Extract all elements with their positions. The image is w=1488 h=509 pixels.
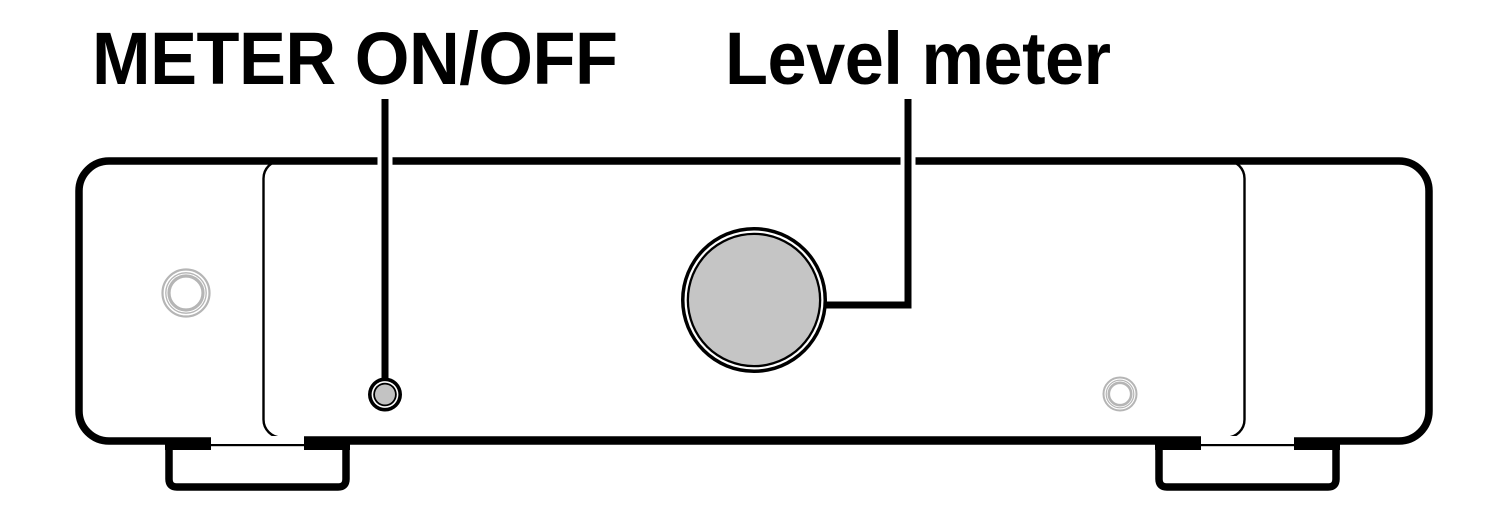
right-jack-rings <box>1102 376 1138 412</box>
right-foot <box>1155 436 1340 491</box>
level-meter-callout-line <box>826 99 916 313</box>
front-panel-outline <box>262 159 1246 439</box>
left-knob-rings <box>161 268 211 318</box>
meter-on-off-callout-line <box>377 99 393 380</box>
level-meter-circle <box>681 227 827 373</box>
meter-on-off-label: METER ON/OFF <box>92 17 618 100</box>
level-meter-label: Level meter <box>725 17 1111 100</box>
meter-on-off-button <box>368 377 402 412</box>
left-foot <box>165 436 350 491</box>
